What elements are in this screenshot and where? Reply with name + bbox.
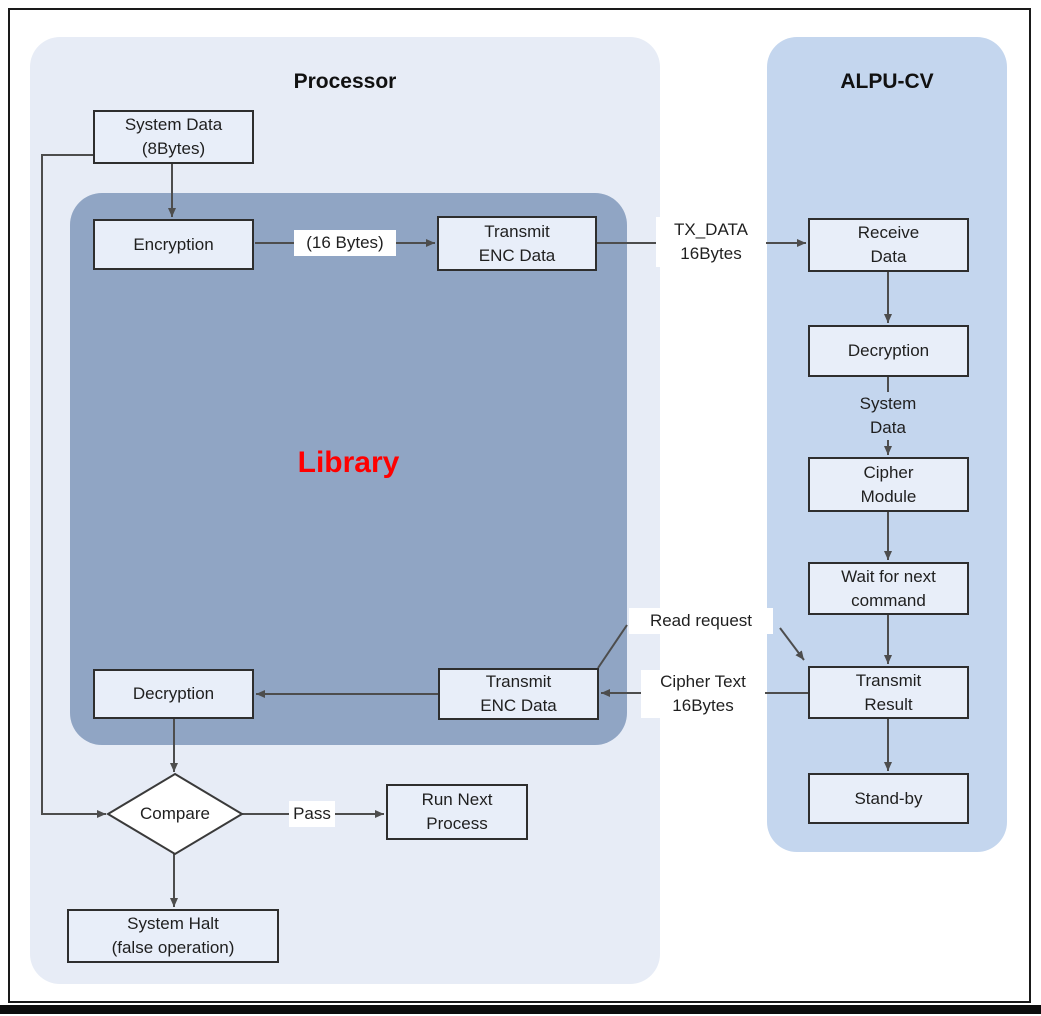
node-transmit-enc-bottom-line2: ENC Data xyxy=(480,696,557,715)
edge-label-cipher-text-line1: Cipher Text xyxy=(660,672,746,691)
edge-label-cipher-text: Cipher Text 16Bytes xyxy=(641,670,765,718)
node-system-halt-line2: (false operation) xyxy=(111,938,235,957)
node-decryption-right-label: Decryption xyxy=(847,341,930,360)
node-stand-by-label: Stand-by xyxy=(854,788,923,808)
node-cipher-module-line2: Module xyxy=(860,486,917,506)
bottom-divider-bar xyxy=(0,1005,1041,1014)
node-compare-label: Compare xyxy=(140,804,210,823)
line-readrequest-transmitenc xyxy=(597,624,628,669)
arrow-systemdata-compare-feedback xyxy=(41,154,106,818)
library-title: Library xyxy=(297,446,400,479)
node-transmit-enc-top: Transmit ENC Data xyxy=(437,216,597,271)
page-border xyxy=(8,8,1031,1003)
node-transmit-enc-top-line1: Transmit xyxy=(484,221,550,241)
node-system-data-line2: (8Bytes) xyxy=(141,139,206,158)
node-wait-next-line2: command xyxy=(851,590,926,610)
node-transmit-result-line2: Result xyxy=(864,694,913,714)
node-transmit-enc-top-line2: ENC Data xyxy=(478,245,556,265)
node-transmit-enc-bottom-line1: Transmit xyxy=(485,672,552,691)
node-receive-data-line1: Receive xyxy=(857,223,920,242)
edge-label-pass: Pass xyxy=(289,801,335,827)
edge-label-tx-data-line2: 16Bytes xyxy=(680,244,742,263)
node-system-data: System Data (8Bytes) xyxy=(93,110,254,164)
node-cipher-module: Cipher Module xyxy=(808,457,969,512)
edge-label-tx-data-line1: TX_DATA xyxy=(674,220,748,239)
edge-label-read-request: Read request xyxy=(629,608,773,634)
node-stand-by: Stand-by xyxy=(808,773,969,824)
edge-label-cipher-text-line2: 16Bytes xyxy=(672,696,734,715)
node-run-next-process: Run Next Process xyxy=(386,784,528,840)
edge-label-16-bytes-text: (16 Bytes) xyxy=(306,233,384,252)
node-decryption-right: Decryption xyxy=(808,325,969,377)
compare-diamond-shape xyxy=(106,772,244,856)
node-transmit-result: Transmit Result xyxy=(808,666,969,719)
node-wait-next-command: Wait for next command xyxy=(808,562,969,615)
node-decryption-left: Decryption xyxy=(93,669,254,719)
edge-label-pass-text: Pass xyxy=(293,804,331,823)
alpu-cv-title: ALPU-CV xyxy=(840,70,934,93)
node-encryption-left-label: Encryption xyxy=(133,234,214,254)
node-transmit-result-line1: Transmit xyxy=(855,670,922,690)
edge-label-tx-data: TX_DATA 16Bytes xyxy=(656,217,766,267)
node-run-next-line1: Run Next xyxy=(421,790,493,809)
library-panel xyxy=(70,193,627,745)
node-receive-data-line2: Data xyxy=(870,247,907,266)
node-cipher-module-line1: Cipher xyxy=(863,462,914,482)
node-decryption-left-label: Decryption xyxy=(132,684,215,703)
node-transmit-enc-bottom: Transmit ENC Data xyxy=(438,668,599,720)
edge-label-system-data: System Data xyxy=(853,392,923,440)
node-run-next-line2: Process xyxy=(426,814,488,833)
edge-label-system-data-line1: System xyxy=(859,394,917,413)
arrow-readrequest-transmitresult xyxy=(779,627,805,661)
edge-label-read-request-text: Read request xyxy=(649,611,753,630)
node-system-data-line1: System Data xyxy=(124,115,223,134)
node-receive-data: Receive Data xyxy=(808,218,969,272)
edge-label-system-data-line2: Data xyxy=(870,418,906,437)
edge-label-16-bytes: (16 Bytes) xyxy=(294,230,396,256)
processor-title: Processor xyxy=(293,70,397,93)
node-encryption-left: Encryption xyxy=(93,219,254,270)
node-system-halt-line1: System Halt xyxy=(127,914,219,933)
node-wait-next-line1: Wait for next xyxy=(841,566,936,586)
node-system-halt: System Halt (false operation) xyxy=(67,909,279,963)
node-compare: Compare xyxy=(108,800,242,828)
